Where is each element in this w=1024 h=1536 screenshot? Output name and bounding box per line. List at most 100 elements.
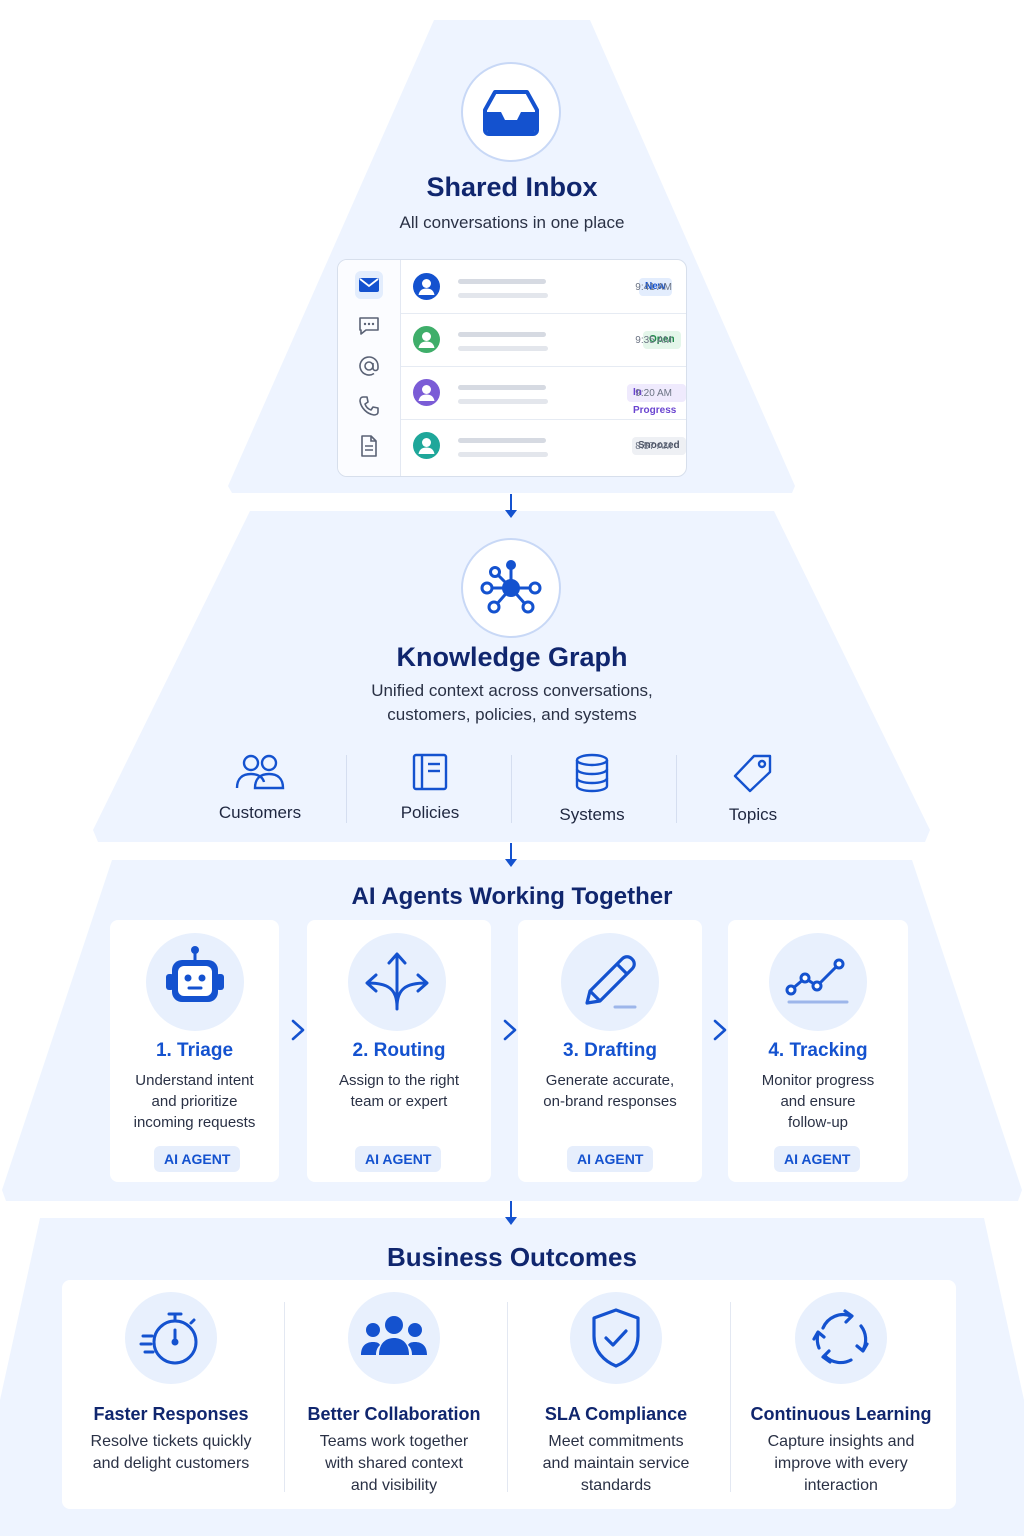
kg-item-topics: Topics <box>673 752 833 825</box>
status-badge: Open <box>643 331 681 349</box>
inbox-tray-icon <box>461 62 561 162</box>
timestamp: 9:20 AM <box>635 388 672 399</box>
kg-item-label: Customers <box>218 803 302 822</box>
chevron-right-icon <box>713 1019 727 1041</box>
split-arrows-icon <box>348 933 446 1031</box>
ai-agent-badge: AI AGENT <box>774 1146 861 1172</box>
outcome-title: Better Collaboration <box>307 1404 481 1424</box>
message-preview-line <box>458 279 546 284</box>
agent-card-title: 1. Triage <box>155 1040 234 1061</box>
shared-inbox-subtitle: All conversations in one place <box>399 213 625 232</box>
shared-inbox-title: Shared Inbox <box>426 172 598 202</box>
ai-agent-badge: AI AGENT <box>154 1146 241 1172</box>
timestamp: 8:57 AM <box>635 441 672 452</box>
stopwatch-icon <box>125 1292 217 1384</box>
agent-card-drafting: 3. Drafting Generate accurate,on-brand r… <box>518 920 702 1182</box>
flow-arrow-down-3 <box>505 1201 517 1225</box>
kg-item-policies: Policies <box>350 752 510 823</box>
kg-item-systems: Systems <box>512 752 672 825</box>
flow-arrow-down-1 <box>505 494 517 518</box>
message-preview-line <box>458 332 546 337</box>
agent-card-desc: Generate accurate,on-brand responses <box>543 1072 677 1110</box>
outcome-title: SLA Compliance <box>544 1404 688 1424</box>
agent-card-title: 2. Routing <box>352 1040 446 1061</box>
document-icon[interactable] <box>355 432 383 460</box>
kg-item-label: Policies <box>400 803 460 822</box>
divider <box>284 1302 285 1492</box>
ai-agents-title: AI Agents Working Together <box>351 883 673 910</box>
outcome-faster-responses: Faster Responses Resolve tickets quickly… <box>60 1292 282 1475</box>
agent-card-title: 3. Drafting <box>563 1040 657 1061</box>
avatar <box>413 379 440 406</box>
timestamp: 9:35 AM <box>635 335 672 346</box>
ai-agent-badge: AI AGENT <box>567 1146 654 1172</box>
agent-card-title: 4. Tracking <box>768 1040 868 1061</box>
message-preview-line <box>458 385 546 390</box>
kg-item-label: Systems <box>559 805 625 824</box>
knowledge-graph-title: Knowledge Graph <box>396 642 628 672</box>
database-icon <box>575 753 609 793</box>
phone-icon[interactable] <box>355 392 383 420</box>
message-preview-line <box>458 399 548 404</box>
outcome-title: Faster Responses <box>93 1404 249 1424</box>
flow-arrow-down-2 <box>505 843 517 867</box>
network-graph-icon <box>461 538 561 638</box>
tag-icon <box>733 754 772 793</box>
message-preview-line <box>458 438 546 443</box>
cycle-arrows-icon <box>795 1292 887 1384</box>
pencil-icon <box>561 933 659 1031</box>
mail-icon[interactable] <box>355 271 383 299</box>
chat-bubble-icon[interactable] <box>355 312 383 340</box>
divider <box>346 755 347 823</box>
outcome-continuous-learning: Continuous Learning Capture insights and… <box>730 1292 952 1497</box>
kg-item-label: Topics <box>728 805 778 824</box>
team-icon <box>348 1292 440 1384</box>
at-sign-icon[interactable] <box>355 352 383 380</box>
outcome-better-collaboration: Better Collaboration Teams work together… <box>283 1292 505 1497</box>
shield-check-icon <box>570 1292 662 1384</box>
knowledge-graph-subtitle-1: Unified context across conversations, <box>371 681 653 700</box>
chevron-right-icon <box>503 1019 517 1041</box>
avatar <box>413 326 440 353</box>
message-preview-line <box>458 452 548 457</box>
users-icon <box>235 754 285 790</box>
message-preview-line <box>458 293 548 298</box>
avatar <box>413 432 440 459</box>
outcome-title: Continuous Learning <box>750 1404 932 1424</box>
timestamp: 9:41 AM <box>635 282 672 293</box>
divider <box>676 755 677 823</box>
divider <box>507 1302 508 1492</box>
message-preview-line <box>458 346 548 351</box>
ai-agent-badge: AI AGENT <box>355 1146 442 1172</box>
divider <box>511 755 512 823</box>
inbox-sidebar <box>338 260 401 476</box>
business-outcomes-title: Business Outcomes <box>387 1242 637 1272</box>
book-icon <box>412 753 448 791</box>
robot-icon <box>146 933 244 1031</box>
trend-line-icon <box>769 933 867 1031</box>
avatar <box>413 273 440 300</box>
status-badge: Snoozed <box>632 437 686 455</box>
knowledge-graph-subtitle-2: customers, policies, and systems <box>387 705 637 724</box>
status-badge: In Progress <box>627 384 686 416</box>
divider <box>730 1302 731 1492</box>
status-badge: New <box>639 278 672 296</box>
kg-item-customers: Customers <box>180 752 340 823</box>
chevron-right-icon <box>291 1019 305 1041</box>
